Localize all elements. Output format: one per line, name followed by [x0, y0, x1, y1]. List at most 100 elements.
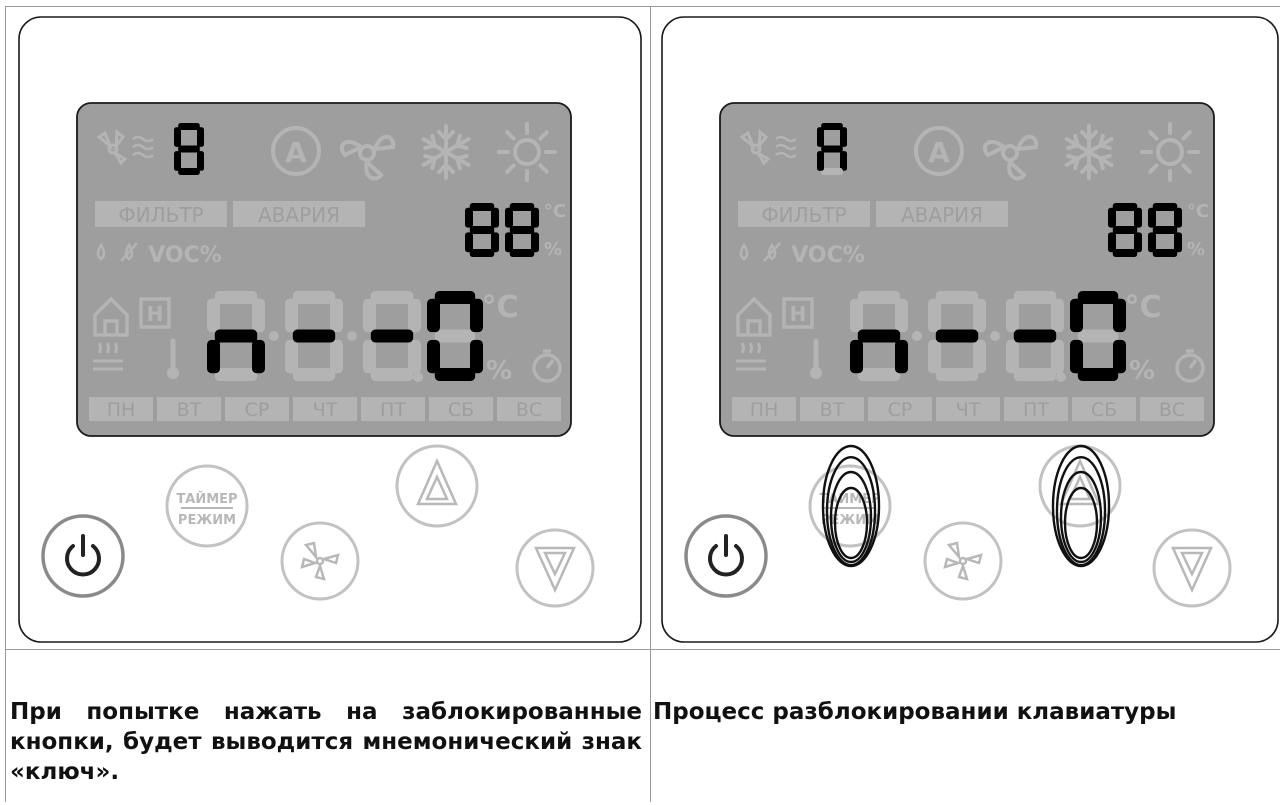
day-box-2 [868, 397, 932, 421]
segment-f [363, 298, 376, 333]
main-digit-ghost-2 [1006, 291, 1064, 381]
segment-d [857, 368, 901, 381]
thermometer-bulb [810, 367, 822, 379]
segment-b [252, 298, 265, 333]
press-ellipse-timer [825, 456, 877, 567]
table-middle-border [650, 6, 651, 802]
day-box-4 [1004, 397, 1068, 421]
segment-f [207, 298, 220, 333]
snowflake-branch [437, 162, 455, 174]
day-box-4 [361, 397, 425, 421]
segment-f [427, 298, 440, 333]
segment-d [1013, 368, 1057, 381]
segment-a [1152, 203, 1178, 211]
segment-b [895, 298, 908, 333]
temp-digit-1 [1108, 203, 1142, 257]
segment-a [292, 291, 336, 304]
segment-f [850, 298, 863, 333]
segment-f [1148, 207, 1156, 228]
segment-f [1006, 298, 1019, 333]
segment-f [817, 127, 824, 147]
fan-hub [750, 143, 762, 155]
sun-ray [1181, 130, 1192, 141]
segment-e [174, 151, 181, 171]
down-arrow-icon [1171, 546, 1213, 594]
segment-c [470, 339, 483, 374]
segment-e [1148, 232, 1156, 253]
temp-digit-2 [1148, 203, 1182, 257]
temp-unit: °C [544, 201, 566, 222]
segment-g [509, 226, 535, 234]
segment-e [427, 339, 440, 374]
alarm-label-box [233, 201, 365, 227]
main-digit-ghost-1 [928, 291, 986, 381]
snowflake-branch [437, 130, 455, 142]
segment-a [469, 203, 495, 211]
main-temp-unit: °C [1124, 290, 1161, 325]
segment-d [821, 168, 843, 175]
voc-label: VOC% [148, 243, 222, 268]
sun-icon [1140, 122, 1200, 182]
segment-e [928, 339, 941, 374]
snowflake-arm [1064, 137, 1114, 167]
segment-g [1152, 226, 1178, 234]
press-ellipse-timer [829, 470, 873, 564]
segment-e [1070, 339, 1083, 374]
temp-digit-2 [505, 203, 539, 257]
down-button [515, 528, 595, 608]
timer-hand [543, 349, 555, 370]
main-percent-unit: % [486, 356, 512, 386]
segment-d [292, 368, 336, 381]
sun-disc [1156, 138, 1184, 166]
segment-c [491, 232, 499, 253]
segment-d [1112, 249, 1138, 257]
segment-a [1112, 203, 1138, 211]
fan-speed-button [923, 521, 1003, 601]
segment-g [1077, 329, 1119, 343]
colon-dot [269, 331, 279, 341]
day-box-3 [936, 397, 1000, 421]
day-box-0 [732, 397, 796, 421]
lcd-background [719, 102, 1215, 437]
press-ellipse-timer [833, 486, 869, 560]
segment-b [1113, 298, 1126, 333]
main-digit-1 [292, 329, 336, 343]
day-box-6 [497, 397, 561, 421]
segment-b [973, 298, 986, 333]
heater-mode-box [139, 297, 171, 329]
segment-c [895, 339, 908, 374]
down-button [1152, 528, 1232, 608]
segment-b [531, 207, 539, 228]
timer-mode-button [165, 464, 249, 548]
auto-mode-icon [271, 126, 321, 176]
main-percent-unit: % [1129, 356, 1155, 386]
indicator-digit [174, 123, 204, 175]
segment-d [178, 168, 200, 175]
segment-c [1113, 339, 1126, 374]
sun-ray [1181, 163, 1192, 174]
segment-f [505, 207, 513, 228]
segment-d [1152, 249, 1178, 257]
fan-hub [107, 143, 119, 155]
auto-mode-icon [914, 126, 964, 176]
up-button [395, 444, 479, 528]
fan-icon [339, 134, 396, 181]
home-icon [736, 296, 772, 337]
sun-ray [1148, 163, 1159, 174]
segment-d [935, 368, 979, 381]
segment-b [1051, 298, 1064, 333]
fan-speed-button [280, 521, 360, 601]
segment-g [178, 145, 200, 153]
segment-g [370, 329, 414, 343]
segment-c [840, 151, 847, 171]
main-digit-2 [370, 329, 414, 343]
segment-c [1174, 232, 1182, 253]
segment-b [408, 298, 421, 333]
fan-blades [300, 541, 340, 581]
segment-f [1108, 207, 1116, 228]
fan-blades [982, 134, 1039, 181]
fan-speed-icon [739, 128, 771, 166]
